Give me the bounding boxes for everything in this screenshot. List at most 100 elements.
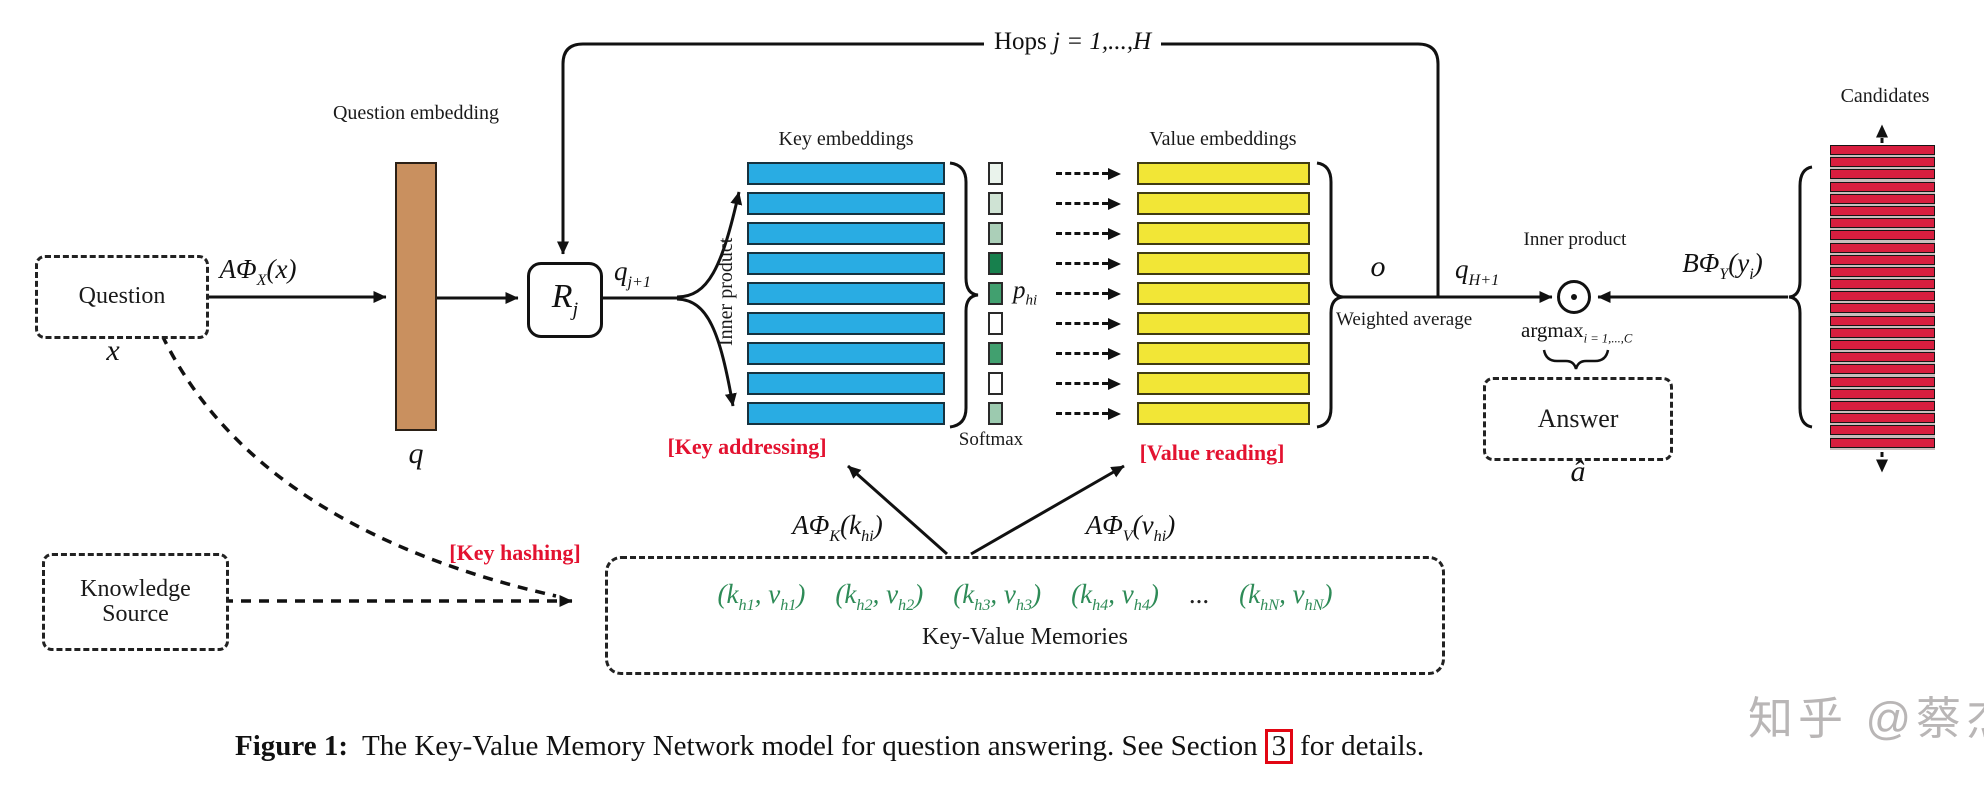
inner-product-rotated-label: Inner product [715, 237, 737, 346]
candidate-bar [1830, 193, 1935, 204]
softmax-cell [988, 372, 1003, 395]
softmax-cell [988, 192, 1003, 215]
candidate-bar [1830, 376, 1935, 387]
question-label: Question [78, 283, 166, 310]
softmax-cells [988, 162, 1003, 432]
value-embedding-bar [1137, 222, 1310, 245]
candidate-bar [1830, 205, 1935, 216]
candidates-bars [1830, 145, 1935, 450]
candidate-bar [1830, 303, 1935, 314]
candidate-bar [1830, 218, 1935, 229]
knowledge-source-line2: Source [102, 601, 169, 627]
hops-label: Hops j = 1,...,H [984, 28, 1162, 56]
candidate-bar [1830, 254, 1935, 265]
key-embedding-bar [747, 222, 945, 245]
bphiy-label: BΦY(yi) [1682, 248, 1763, 283]
candidates-brace [1788, 165, 1813, 429]
softmax-to-value-arrow [1056, 167, 1121, 180]
key-embedding-bar [747, 342, 945, 365]
value-embeddings-label: Value embeddings [1149, 128, 1297, 150]
softmax-cell [988, 282, 1003, 305]
key-embedding-bar [747, 192, 945, 215]
candidate-bar [1830, 279, 1935, 290]
value-embedding-bar [1137, 402, 1310, 425]
inner-product-label: Inner product [1523, 229, 1627, 250]
candidate-bar [1830, 230, 1935, 241]
softmax-to-value-arrow [1056, 197, 1121, 210]
candidates-label: Candidates [1840, 85, 1930, 107]
softmax-to-value-arrow [1056, 317, 1121, 330]
knowledge-source-box: Knowledge Source [42, 553, 229, 651]
question-embedding-bar [395, 162, 437, 431]
value-embedding-bar [1137, 192, 1310, 215]
softmax-to-value-arrow [1056, 347, 1121, 360]
candidate-bar [1830, 169, 1935, 180]
softmax-cell [988, 252, 1003, 275]
argmax-label: argmaxi = 1,...,C [1521, 318, 1633, 346]
memory-pair: (kh2, vh2) [835, 579, 924, 614]
knowledge-source-line1: Knowledge [80, 575, 191, 602]
value-embeddings-bars [1137, 162, 1310, 432]
key-embeddings-bars [747, 162, 945, 432]
memory-pair: ... [1188, 579, 1210, 609]
candidate-bar [1830, 242, 1935, 253]
question-embedding-label: Question embedding [332, 102, 500, 124]
softmax-cell [988, 222, 1003, 245]
softmax-to-value-arrow [1056, 407, 1121, 420]
watermark: 知乎 @蔡杰 [1748, 693, 1984, 744]
value-embedding-bar [1137, 162, 1310, 185]
key-addressing-label: [Key addressing] [667, 434, 827, 459]
q-label: q [408, 437, 424, 470]
answer-box: Answer [1483, 377, 1673, 461]
weighted-average-label: Weighted average [1336, 309, 1473, 330]
aphix-label: AΦX(x) [219, 254, 297, 289]
value-embedding-bar [1137, 342, 1310, 365]
qj1-label: qj+1 [614, 256, 652, 291]
o-label: o [1370, 250, 1386, 283]
candidate-bar [1830, 425, 1935, 436]
candidate-bar [1830, 400, 1935, 411]
rj-box: Rj [527, 262, 603, 338]
candidate-bar [1830, 315, 1935, 326]
answer-label: Answer [1537, 404, 1619, 434]
value-reading-label: [Value reading] [1139, 440, 1285, 465]
value-embedding-bar [1137, 252, 1310, 275]
inner-product-circle [1557, 280, 1591, 314]
memory-pairs-row: (kh1, vh1)(kh2, vh2)(kh3, vh3)(kh4, vh4)… [718, 579, 1333, 615]
caption-body-before: The Key-Value Memory Network model for q… [362, 730, 1258, 762]
argmax-underbrace [1542, 349, 1610, 370]
candidate-bar [1830, 340, 1935, 350]
key-embedding-bar [747, 252, 945, 275]
candidate-bar [1830, 437, 1935, 448]
softmax-cell [988, 342, 1003, 365]
softmax-label: Softmax [958, 429, 1024, 450]
memory-pair: (kh1, vh1) [717, 579, 806, 614]
value-brace [1316, 161, 1344, 429]
value-embedding-bar [1137, 372, 1310, 395]
candidate-bar [1830, 145, 1935, 155]
softmax-cell [988, 162, 1003, 185]
rj-label: Rj [551, 278, 579, 321]
figure-caption: Figure 1: The Key-Value Memory Network m… [235, 729, 1424, 764]
caption-body-after: for details. [1300, 730, 1425, 762]
qh1-label: qH+1 [1455, 254, 1500, 289]
key-embedding-bar [747, 162, 945, 185]
candidate-bar [1830, 157, 1935, 168]
softmax-to-value-arrows [1056, 162, 1122, 434]
x-label: x [106, 334, 120, 367]
value-embedding-bar [1137, 282, 1310, 305]
key-embedding-bar [747, 372, 945, 395]
value-embedding-bar [1137, 312, 1310, 335]
caption-section-number: 3 [1264, 729, 1294, 764]
question-box: Question [35, 255, 209, 339]
key-brace [949, 161, 979, 429]
a-hat-label: â [1570, 455, 1586, 488]
key-value-memories-box: (kh1, vh1)(kh2, vh2)(kh3, vh3)(kh4, vh4)… [605, 556, 1445, 675]
softmax-to-value-arrow [1056, 257, 1121, 270]
key-embeddings-label: Key embeddings [778, 128, 914, 150]
key-embedding-bar [747, 282, 945, 305]
softmax-to-value-arrow [1056, 287, 1121, 300]
p-hi-label: phi [1013, 277, 1038, 309]
key-embedding-bar [747, 402, 945, 425]
memory-pair: (khN, vhN) [1239, 579, 1333, 614]
